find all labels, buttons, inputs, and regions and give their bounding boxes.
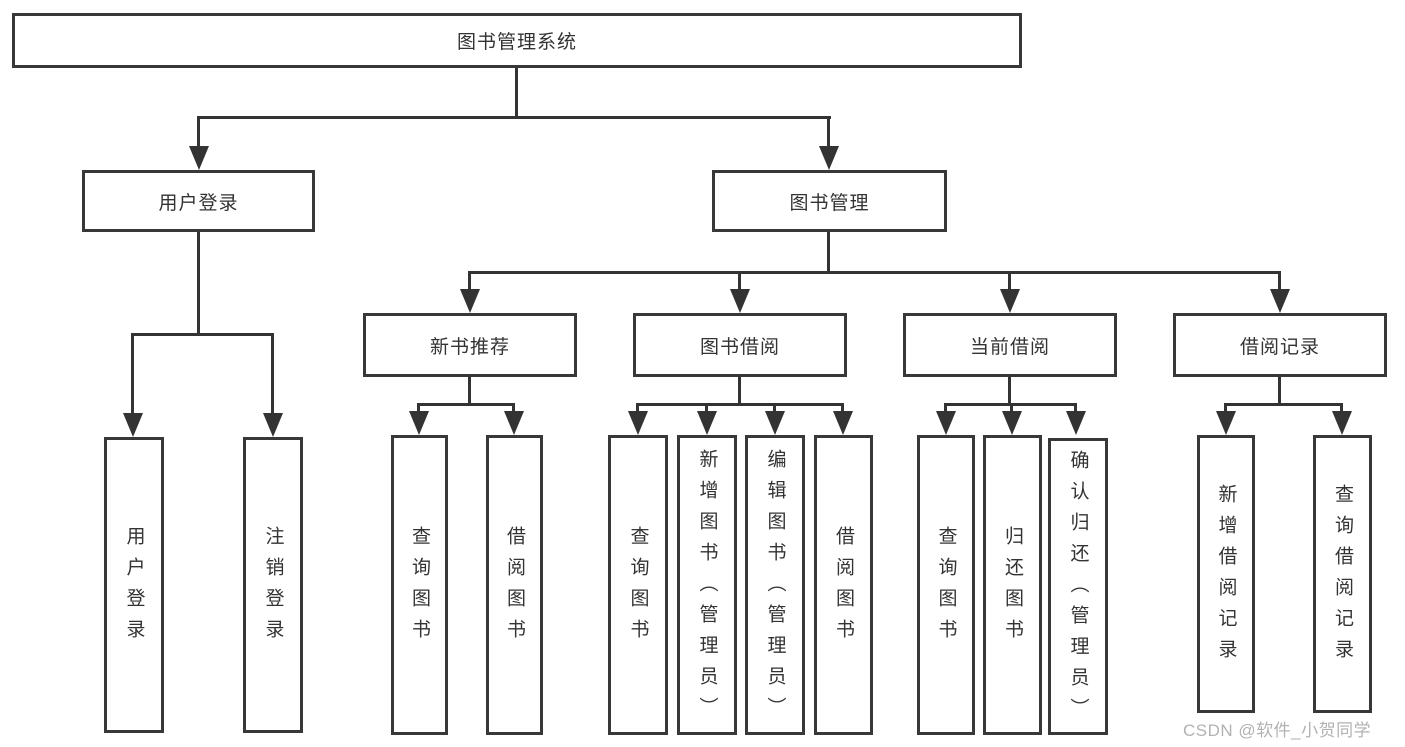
csdn-watermark: CSDN @软件_小贺同学 (1183, 721, 1372, 740)
arrowhead-current-borrow (1000, 289, 1020, 313)
leaf-borrow-borrow-books: 借阅图书 (814, 435, 873, 735)
arrowhead-user-login (189, 146, 209, 170)
edge-newbook-right (512, 403, 515, 413)
edge-borrow-rail (636, 403, 844, 406)
edge-user-rail (131, 333, 273, 336)
edge-current-3 (1074, 403, 1077, 413)
edge-newbook-left (417, 403, 420, 413)
edge-borrow-stem (738, 377, 741, 406)
node-borrow-records: 借阅记录 (1173, 313, 1387, 377)
node-book-management-branch: 图书管理 (712, 170, 947, 232)
arrowhead-borrow-add (697, 411, 717, 435)
arrowhead-leaf-user-login (123, 413, 143, 437)
edge-newbook-stem (468, 377, 471, 406)
leaf-records-query-record: 查询借阅记录 (1313, 435, 1372, 713)
edge-to-user-login (197, 116, 200, 150)
edge-to-borrow-records (1278, 271, 1281, 291)
leaf-borrow-query-books: 查询图书 (608, 435, 668, 735)
node-new-book-recommend: 新书推荐 (363, 313, 577, 377)
arrowhead-current-query (936, 411, 956, 435)
node-user-login-branch: 用户登录 (82, 170, 315, 232)
arrowhead-borrow-records (1270, 289, 1290, 313)
arrowhead-newbook-query (409, 411, 429, 435)
edge-borrow-4 (841, 403, 844, 413)
edge-records-rail (1224, 403, 1342, 406)
leaf-borrow-edit-book-admin: 编辑图书（管理员） (745, 435, 805, 735)
arrowhead-borrow-borrow (833, 411, 853, 435)
arrowhead-book-management (819, 146, 839, 170)
leaf-current-query-books: 查询图书 (917, 435, 975, 735)
edge-records-left (1224, 403, 1227, 413)
edge-root-stem (515, 68, 518, 119)
edge-borrow-2 (705, 403, 708, 413)
leaf-borrow-add-book-admin: 新增图书（管理员） (677, 435, 737, 735)
leaf-logout: 注销登录 (243, 437, 303, 733)
edge-to-leaf-user-login (131, 333, 134, 415)
leaf-current-return-books: 归还图书 (983, 435, 1042, 735)
edge-book-rail (468, 271, 1280, 274)
arrowhead-new-book (460, 289, 480, 313)
edge-records-stem (1278, 377, 1281, 406)
arrowhead-borrow-query (628, 411, 648, 435)
leaf-records-add-record: 新增借阅记录 (1197, 435, 1255, 713)
edge-to-current-borrow (1008, 271, 1011, 291)
node-current-borrow: 当前借阅 (903, 313, 1117, 377)
leaf-newbook-query-books: 查询图书 (391, 435, 448, 735)
arrowhead-current-return (1002, 411, 1022, 435)
edge-records-right (1340, 403, 1343, 413)
leaf-newbook-borrow-books: 借阅图书 (486, 435, 543, 735)
edge-current-stem (1008, 377, 1011, 406)
arrowhead-newbook-borrow (504, 411, 524, 435)
arrowhead-leaf-logout (263, 413, 283, 437)
arrowhead-records-query (1332, 411, 1352, 435)
leaf-current-confirm-return-admin: 确认归还（管理员） (1048, 438, 1108, 735)
node-root-library-system: 图书管理系统 (12, 13, 1022, 68)
edge-to-leaf-logout (271, 333, 274, 415)
edge-to-book-management (827, 116, 830, 150)
arrowhead-borrow-edit (765, 411, 785, 435)
arrowhead-book-borrow (730, 289, 750, 313)
node-book-borrow: 图书借阅 (633, 313, 847, 377)
edge-current-1 (944, 403, 947, 413)
edge-current-2 (1010, 403, 1013, 413)
edge-root-rail (198, 116, 831, 119)
edge-book-stem (827, 232, 830, 274)
arrowhead-current-confirm (1066, 411, 1086, 435)
edge-newbook-rail (417, 403, 515, 406)
leaf-user-login: 用户登录 (104, 437, 164, 733)
arrowhead-records-add (1216, 411, 1236, 435)
edge-borrow-1 (636, 403, 639, 413)
edge-to-new-book (468, 271, 471, 291)
edge-user-stem (197, 232, 200, 336)
edge-borrow-3 (773, 403, 776, 413)
edge-to-book-borrow (738, 271, 741, 291)
